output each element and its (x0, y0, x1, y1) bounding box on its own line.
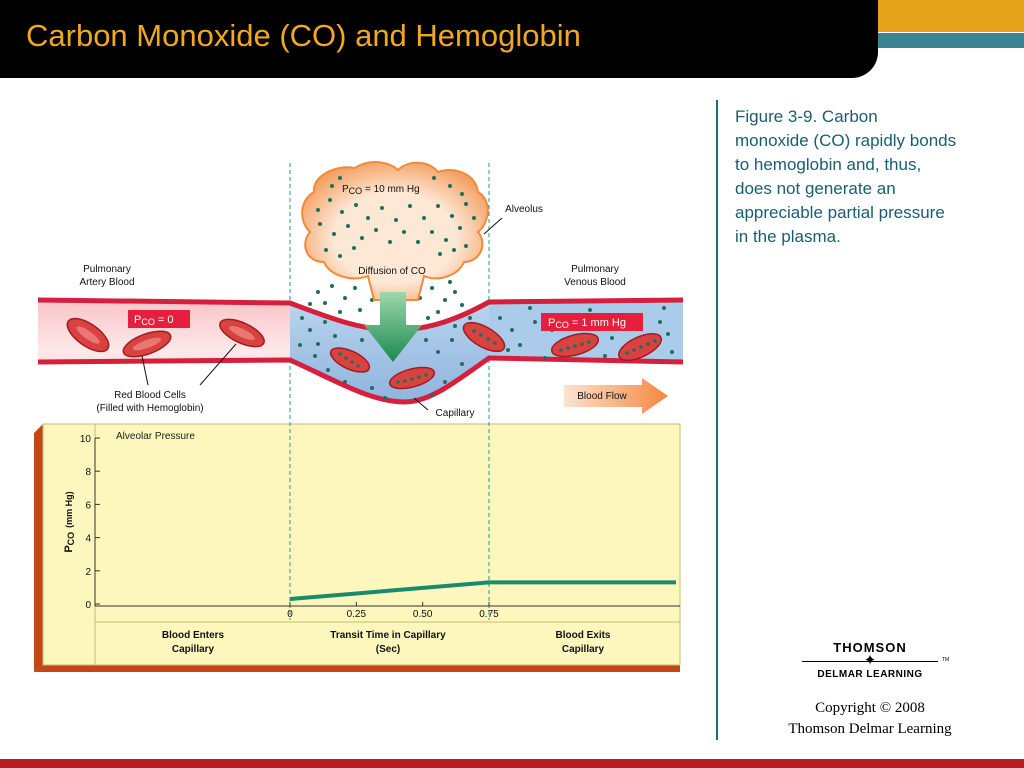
red-blood-cells-artery (66, 317, 265, 358)
rbc-label-line1: Red Blood Cells (114, 390, 186, 401)
co-hemoglobin-figure: 0 2 4 6 8 10 0 0.25 0.50 0.75 PCO(mm Hg) Alveola… (34, 161, 684, 672)
caption-line: to hemoglobin and, thus, (735, 155, 922, 174)
blood-flow-arrow: Blood Flow (564, 378, 668, 414)
caption-line: Figure 3-9. Carbon (735, 107, 878, 126)
rbc-label-line2: (Filled with Hemoglobin) (96, 403, 203, 414)
footer-enter-line1: Blood Enters (162, 630, 225, 641)
chart-side-face (34, 424, 43, 672)
diffusion-arrow (364, 292, 422, 362)
figure-caption: Figure 3-9. Carbon monoxide (CO) rapidly… (735, 105, 1005, 249)
chart-plot-area (42, 423, 681, 666)
x-ticks: 0 0.25 0.50 0.75 (287, 602, 499, 620)
alveolus-shape (301, 161, 489, 301)
logo-tm: TM (942, 657, 950, 663)
diffusion-label: Diffusion of CO (358, 266, 426, 277)
co-molecules-alveolus (316, 176, 476, 258)
alveolus: PCO = 10 mm Hg Diffusion of CO (301, 161, 489, 301)
artery-label-line2: Artery Blood (79, 277, 134, 288)
alveolus-pco-label: PCO = 10 mm Hg (342, 184, 420, 196)
decoration-gold-bar (878, 0, 1024, 32)
bottom-accent-bar (0, 759, 1024, 768)
vein-label-line1: Pulmonary (571, 264, 619, 275)
copyright-line1: Copyright © 2008 (815, 700, 925, 716)
rbc-pointer-2 (199, 343, 237, 386)
capillary-label: Capillary (436, 408, 475, 419)
chart-bottom-face (34, 665, 680, 672)
capillary-pointer (413, 397, 429, 411)
vessel-lower-wall (37, 355, 684, 405)
x-tick-label: 0.50 (413, 609, 433, 620)
copyright: Copyright © 2008 Thomson Delmar Learning (760, 698, 980, 740)
co-pressure-curve (289, 580, 676, 601)
title-bar (0, 0, 878, 78)
y-axis-label: PCO(mm Hg) (63, 491, 76, 552)
artery-pco-badge: PCO = 0 (128, 310, 190, 328)
y-tick-label: 2 (85, 567, 91, 578)
footer-transit-line1: Transit Time in Capillary (330, 630, 446, 641)
y-tick-label: 10 (80, 434, 92, 445)
x-tick-label: 0 (287, 609, 293, 620)
svg-text:PCO = 0: PCO = 0 (134, 314, 174, 327)
x-tick-label: 0.25 (347, 609, 367, 620)
chart-plate (34, 423, 681, 672)
y-ticks: 0 2 4 6 8 10 (80, 434, 100, 611)
alveolus-pointer (483, 217, 503, 235)
copyright-line2: Thomson Delmar Learning (788, 721, 952, 737)
alveolus-label: Alveolus (505, 204, 543, 215)
logo-bottom-text: DELMAR LEARNING (817, 669, 923, 680)
caption-line: in the plasma. (735, 227, 841, 246)
x-tick-label: 0.75 (479, 609, 499, 620)
alveolar-pressure-annotation: Alveolar Pressure (116, 431, 195, 442)
star-icon: ✦ (863, 652, 877, 669)
y-tick-label: 8 (85, 467, 91, 478)
y-tick-label: 4 (85, 534, 91, 545)
blood-flow-label: Blood Flow (577, 391, 627, 402)
logo-top-text: THOMSON (833, 640, 907, 655)
slide-title: Carbon Monoxide (CO) and Hemoglobin (26, 18, 581, 53)
artery-label-line1: Pulmonary (83, 264, 131, 275)
thomson-logo: THOMSON ✦ TM DELMAR LEARNING (800, 640, 950, 682)
caption-line: appreciable partial pressure (735, 203, 945, 222)
footer-exit-line1: Blood Exits (555, 630, 610, 641)
logo-rule (802, 661, 938, 662)
rbc-pointer-1 (141, 355, 149, 386)
caption-line: does not generate an (735, 179, 896, 198)
footer-exit-line2: Capillary (562, 644, 605, 655)
footer-transit-line2: (Sec) (376, 644, 400, 655)
vein-pco-badge: PCO = 1 mm Hg (541, 313, 643, 331)
svg-text:PCO = 1 mm Hg: PCO = 1 mm Hg (548, 317, 626, 330)
y-tick-label: 0 (85, 600, 91, 611)
y-tick-label: 6 (85, 500, 91, 511)
vein-label-line2: Venous Blood (564, 277, 626, 288)
red-blood-cells-co (329, 321, 663, 390)
decoration-teal-bar (878, 33, 1024, 48)
divider-line (716, 100, 718, 740)
caption-line: monoxide (CO) rapidly bonds (735, 131, 957, 150)
footer-enter-line2: Capillary (172, 644, 215, 655)
